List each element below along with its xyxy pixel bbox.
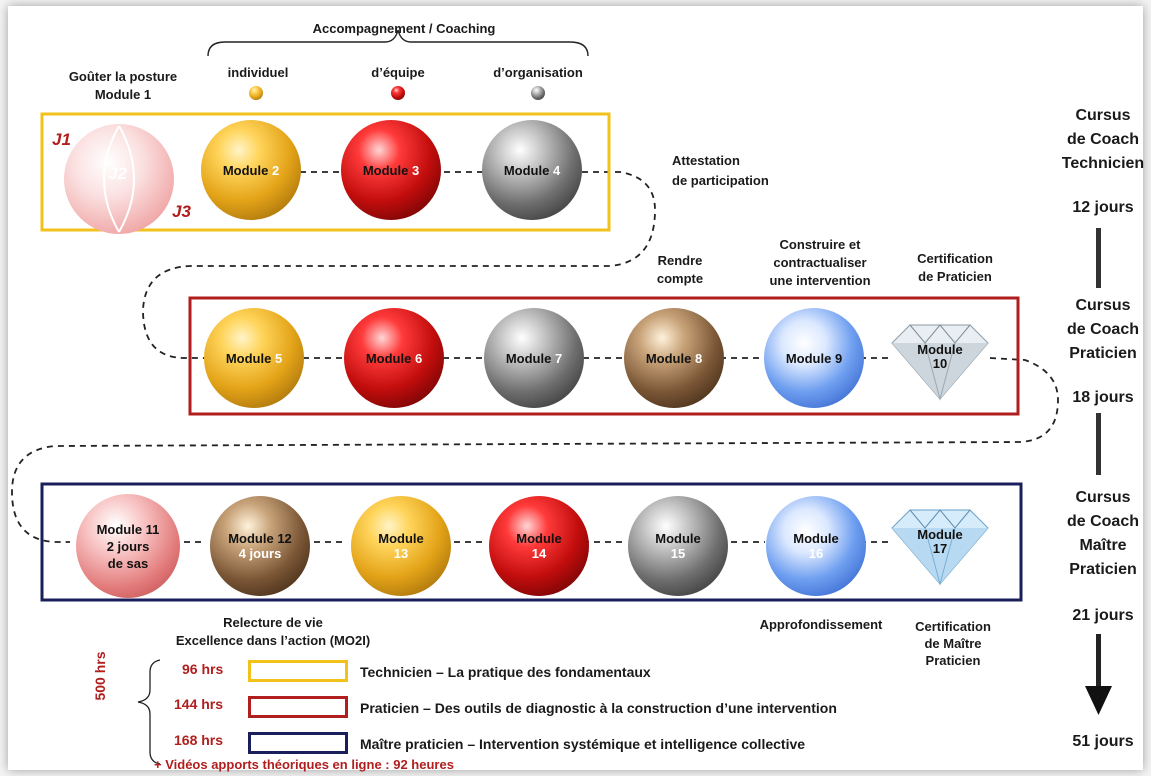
diamond-icon: [891, 324, 989, 401]
red-dot-icon: [391, 86, 405, 100]
j3-label: J3: [172, 202, 191, 221]
module-9-sphere: Module 9: [764, 308, 864, 408]
module-7-sphere: Module 7: [484, 308, 584, 408]
cursus-technicien: Cursus de Coach Technicien: [1061, 107, 1145, 172]
module1-segments: [103, 125, 135, 233]
maitre-days: 21 jours: [1072, 607, 1134, 624]
gold-dot-icon: [249, 86, 263, 100]
legend-swatch-maitre: [248, 732, 348, 754]
legend-brace: [137, 659, 161, 765]
bar-2: [1096, 413, 1101, 475]
cert-maitre-line2: de Maître: [924, 636, 982, 651]
arrow-down-icon: [1085, 686, 1112, 715]
praticien-days: 18 jours: [1072, 389, 1134, 406]
j1-label: J1: [52, 130, 71, 149]
total-days: 51 jours: [1072, 733, 1134, 750]
coaching-title: Accompagnement / Coaching: [312, 21, 496, 36]
module-4-sphere: Module 4: [482, 120, 582, 220]
module-5-sphere: Module 5: [204, 308, 304, 408]
legend-hours-3: 168 hrs: [174, 732, 224, 748]
legend-text-3: Maître praticien – Intervention systémiq…: [360, 736, 806, 752]
module-2-sphere: Module 2: [201, 120, 301, 220]
module-12-sphere: Module 12 4 jours: [210, 496, 310, 596]
technicien-days: 12 jours: [1072, 199, 1134, 216]
bar-3: [1096, 634, 1101, 688]
legend-total: 500 hrs: [92, 651, 108, 701]
legend-swatch-praticien: [248, 696, 348, 718]
module1-caption-line2: Module 1: [94, 87, 152, 102]
bar-1: [1096, 228, 1101, 288]
coaching-individual: individuel: [227, 65, 289, 80]
relecture-line1: Relecture de vie: [223, 615, 323, 630]
construire-line2: contractualiser: [773, 255, 867, 270]
cert-praticien-line1: Certification: [917, 251, 993, 266]
j2-label: J2: [108, 164, 127, 183]
cursus-praticien: Cursus de Coach Praticien: [1066, 297, 1139, 362]
grey-dot-icon: [531, 86, 545, 100]
cursus-diagram: Accompagnement / Coaching individuel d’é…: [8, 6, 1144, 772]
module-6-sphere: Module 6: [344, 308, 444, 408]
diamond-blue-icon: [891, 509, 989, 586]
dashed-path: [11, 171, 1059, 543]
relecture-line2: Excellence dans l’action (MO2I): [175, 633, 371, 648]
cursus-maitre: Cursus de Coach Maître Praticien: [1066, 489, 1139, 578]
praticien-frame: [188, 296, 1020, 416]
construire-line1: Construire et: [779, 237, 861, 252]
approfondissement: Approfondissement: [759, 617, 883, 632]
legend-text-1: Technicien – La pratique des fondamentau…: [360, 664, 651, 680]
cert-maitre-line1: Certification: [915, 619, 991, 634]
rendre-line2: compte: [656, 271, 704, 286]
legend-swatch-technicien: [248, 660, 348, 682]
module-3-sphere: Module 3: [341, 120, 441, 220]
maitre-frame: [40, 482, 1023, 602]
coaching-brace: [207, 29, 589, 57]
module1-sphere: [64, 124, 174, 234]
module-8-sphere: Module 8: [624, 308, 724, 408]
attestation-line1: Attestation: [672, 153, 740, 168]
module1-caption-line1: Goûter la posture: [68, 69, 178, 84]
coaching-organisation: d’organisation: [493, 65, 583, 80]
construire-line3: une intervention: [769, 273, 871, 288]
rendre-line1: Rendre: [657, 253, 703, 268]
legend-hours-1: 96 hrs: [182, 661, 224, 677]
cert-maitre-line3: Praticien: [925, 653, 981, 668]
coaching-team: d’équipe: [371, 65, 425, 80]
technicien-frame: [40, 112, 611, 232]
cert-praticien-line2: de Praticien: [918, 269, 992, 284]
legend-text-2: Praticien – Des outils de diagnostic à l…: [360, 700, 837, 716]
legend-videos: + Vidéos apports théoriques en ligne : 9…: [154, 757, 454, 772]
attestation-line2: de participation: [672, 173, 769, 188]
legend-hours-2: 144 hrs: [174, 696, 224, 712]
module-11-sphere: Module 11 2 jours de sas: [76, 494, 180, 598]
